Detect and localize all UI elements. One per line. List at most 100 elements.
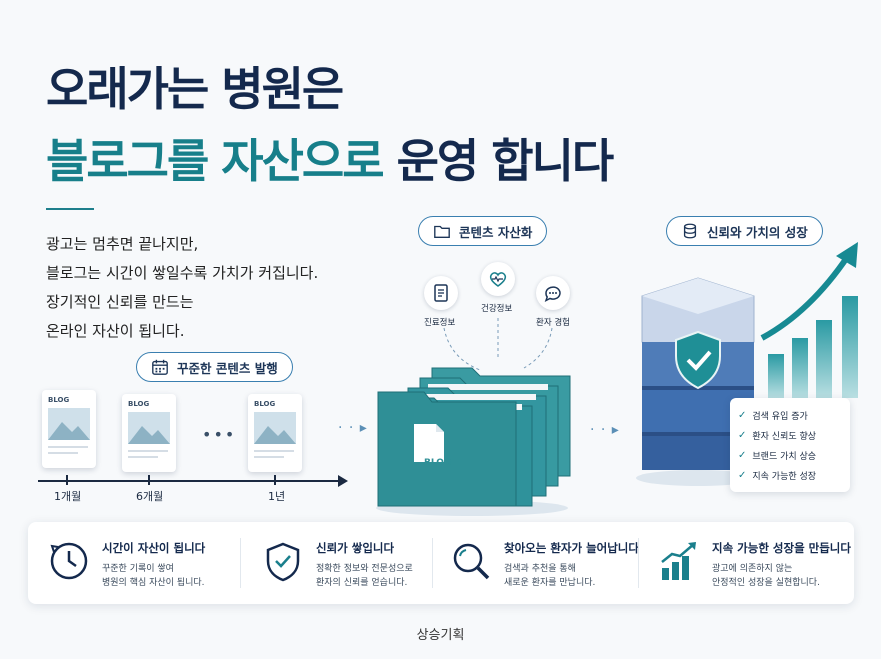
text-line	[128, 450, 168, 452]
content-type-label: 진료정보	[424, 318, 456, 328]
heart-pulse-icon	[489, 272, 507, 287]
intro-line: 블로그는 시간이 쌓일수록 가치가 커집니다.	[46, 264, 319, 282]
mountain-image-icon	[254, 412, 296, 444]
timeline-tick	[274, 475, 276, 485]
pill-label: 신뢰와 가치의 성장	[707, 224, 808, 240]
feature-title: 시간이 자산이 됩니다	[102, 541, 206, 555]
mountain-image-icon	[128, 412, 170, 444]
checklist-label: 환자 신뢰도 향상	[752, 431, 817, 442]
checklist-item: ✓ 검색 유입 증가	[738, 405, 842, 425]
folder-icon	[434, 225, 450, 238]
connector-lines	[443, 318, 553, 371]
feature-desc-line: 환자의 신뢰를 얻습니다.	[316, 578, 408, 588]
check-icon: ✓	[738, 469, 747, 481]
timeline-label: 1개월	[54, 490, 82, 503]
feature-title: 지속 가능한 성장을 만듭니다	[712, 541, 851, 555]
footer-brand: 상승기획	[416, 628, 465, 643]
blog-card-label: BLOG	[254, 400, 276, 408]
checklist-item: ✓ 환자 신뢰도 향상	[738, 425, 842, 445]
feature-desc-line: 안정적인 성장을 실현합니다.	[712, 578, 820, 588]
check-icon: ✓	[738, 409, 747, 421]
headline-end: 운영 합니다	[396, 134, 615, 188]
growth-bar-chart-graphic	[760, 242, 858, 398]
blog-card: BLOG	[122, 394, 176, 472]
magnifier-icon	[453, 543, 490, 580]
checklist-label: 검색 유입 증가	[752, 411, 808, 422]
document-icon	[434, 284, 448, 302]
timeline-line	[38, 480, 342, 482]
flow-dots: · · ▸	[590, 422, 620, 438]
intro-text: 광고는 멈추면 끝나지만, 블로그는 시간이 쌓일수록 가치가 커집니다. 장기…	[46, 230, 318, 346]
intro-line: 장기적인 신뢰를 만드는	[46, 293, 194, 311]
timeline-tick	[66, 475, 68, 485]
headline-highlight: 블로그를 자산으로	[46, 134, 385, 188]
headline-line1: 오래가는 병원은	[46, 62, 344, 116]
divider	[638, 538, 639, 588]
checklist-label: 브랜드 가치 상승	[752, 451, 817, 462]
pill-content-assetization: 콘텐츠 자산화	[418, 216, 548, 246]
feature-desc-line: 광고에 의존하지 않는	[712, 564, 793, 574]
blog-card-label: BLOG	[128, 400, 150, 408]
checklist-item: ✓ 지속 가능한 성장	[738, 465, 842, 485]
text-line	[48, 452, 78, 454]
feature-desc-line: 병원의 핵심 자산이 됩니다.	[102, 578, 205, 588]
checklist-item: ✓ 브랜드 가치 상승	[738, 445, 842, 465]
pill-label: 꾸준한 콘텐츠 발행	[177, 360, 278, 376]
pill-trust-value-growth: 신뢰와 가치의 성장	[666, 216, 823, 246]
text-line	[254, 456, 284, 458]
feature-title: 신뢰가 쌓입니다	[316, 541, 395, 555]
pill-label: 콘텐츠 자산화	[459, 224, 533, 240]
text-line	[254, 450, 294, 452]
patient-experience-circle	[536, 276, 570, 310]
title-underline	[46, 208, 94, 210]
headline-line2: 블로그를 자산으로 운영 합니다	[46, 138, 614, 184]
medical-info-circle	[424, 276, 458, 310]
content-type-label: 환자 경험	[536, 318, 570, 328]
text-line	[128, 456, 158, 458]
health-info-circle	[481, 262, 515, 296]
intro-line: 광고는 멈추면 끝나지만,	[46, 235, 199, 253]
arrow-right-icon	[338, 475, 348, 487]
check-icon: ✓	[738, 449, 747, 461]
timeline-tick	[148, 475, 150, 485]
timeline-label: 1년	[268, 490, 286, 503]
growth-chart-icon	[661, 542, 696, 580]
database-icon	[683, 223, 697, 239]
divider	[432, 538, 433, 588]
shield-check-icon	[266, 542, 300, 582]
feature-desc-line: 꾸준한 기록이 쌓여	[102, 564, 174, 574]
checklist-label: 지속 가능한 성장	[752, 471, 817, 482]
divider	[240, 538, 241, 588]
clock-icon	[50, 542, 88, 580]
feature-desc-line: 검색과 추천을 통해	[504, 564, 576, 574]
calendar-icon	[152, 359, 168, 375]
feature-desc-line: 정확한 정보와 전문성으로	[316, 564, 413, 574]
blog-card: BLOG	[42, 390, 96, 468]
flow-dots: · · ▸	[338, 420, 368, 436]
text-line	[48, 446, 88, 448]
intro-line: 온라인 자산이 됩니다.	[46, 322, 185, 340]
pill-consistent-publishing: 꾸준한 콘텐츠 발행	[136, 352, 293, 382]
timeline-label: 6개월	[136, 490, 164, 503]
blog-folder-stack	[376, 367, 571, 516]
check-icon: ✓	[738, 429, 747, 441]
chat-bubble-icon	[544, 286, 561, 302]
blog-card: BLOG	[248, 394, 302, 472]
blog-card-label: BLOG	[48, 396, 70, 404]
feature-title: 찾아오는 환자가 늘어납니다	[504, 541, 639, 555]
feature-desc-line: 새로운 환자를 만납니다.	[504, 578, 596, 588]
shield-check-icon	[676, 330, 722, 388]
mountain-image-icon	[48, 408, 90, 440]
folder-blog-label: BLOG	[424, 458, 452, 468]
content-type-label: 건강정보	[481, 304, 513, 314]
benefit-checklist: ✓ 검색 유입 증가 ✓ 환자 신뢰도 향상 ✓ 브랜드 가치 상승 ✓ 지속 가능한 …	[730, 398, 850, 492]
